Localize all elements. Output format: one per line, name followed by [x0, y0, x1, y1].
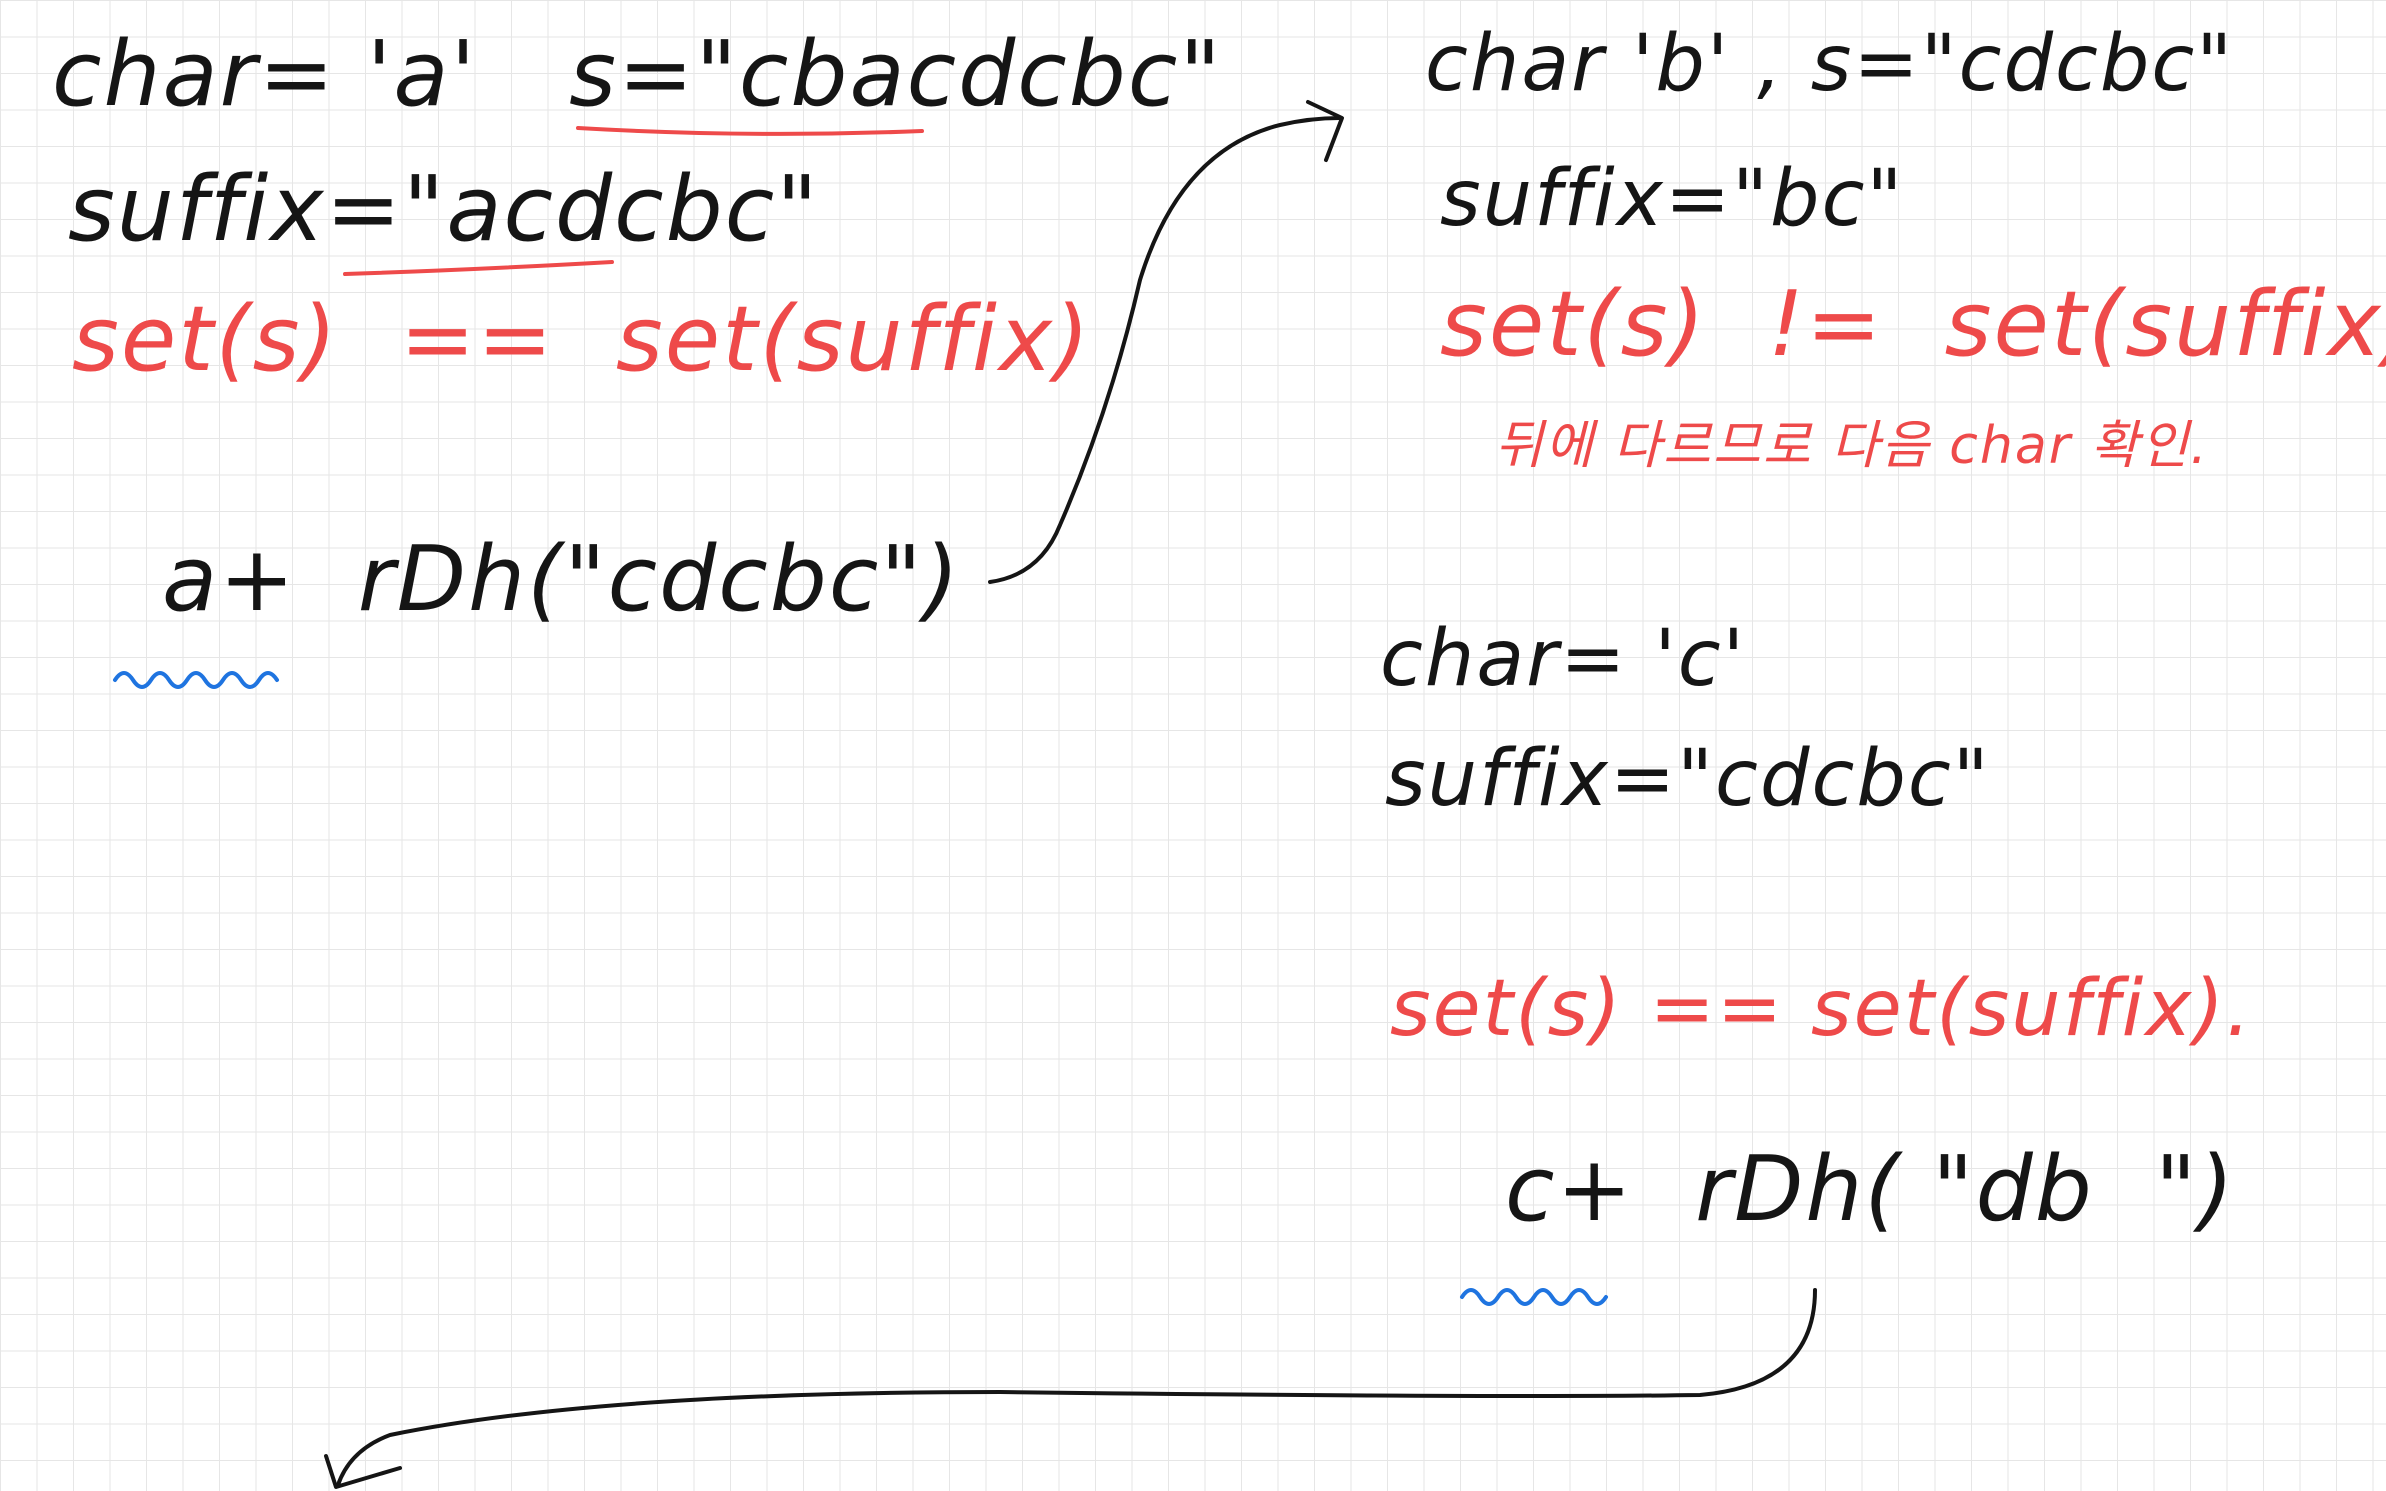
arrow-to-bottom-left	[336, 1288, 1817, 1487]
left-set-equal-condition: set(s) == set(suffix)	[72, 287, 1092, 392]
arrow-to-char-b	[988, 116, 1342, 584]
right-char-b-line: char 'b' , s="cdcbc"	[1425, 19, 2235, 109]
right-suffix-bc-line: suffix="bc"	[1440, 154, 1905, 244]
right-char-c-line: char= 'c'	[1380, 614, 1747, 704]
underline-suffix-value	[343, 260, 614, 276]
left-suffix-line: suffix="acdcbc"	[68, 157, 820, 262]
underline-s-value	[576, 126, 924, 136]
right-suffix-cdcbc-line: suffix="cdcbc"	[1385, 734, 1991, 824]
left-recursive-call: a+ rDh("cdcbc")	[162, 527, 961, 632]
right-set-not-equal-condition: set(s) != set(suffix)	[1440, 272, 2386, 377]
right-set-equal-condition: set(s) == set(suffix).	[1390, 964, 2253, 1054]
right-recursive-call: c+ rDh( "db ")	[1505, 1137, 2236, 1242]
blue-squiggle-a	[113, 671, 279, 689]
right-korean-note: 뒤에 다르므로 다음 char 확인.	[1495, 416, 2209, 476]
blue-squiggle-c	[1460, 1288, 1608, 1306]
arrow-head-bottom	[324, 1454, 402, 1489]
left-char-s-line: char= 'a' s="cbacdcbc"	[52, 22, 1223, 127]
arrow-head-top	[1306, 100, 1344, 162]
